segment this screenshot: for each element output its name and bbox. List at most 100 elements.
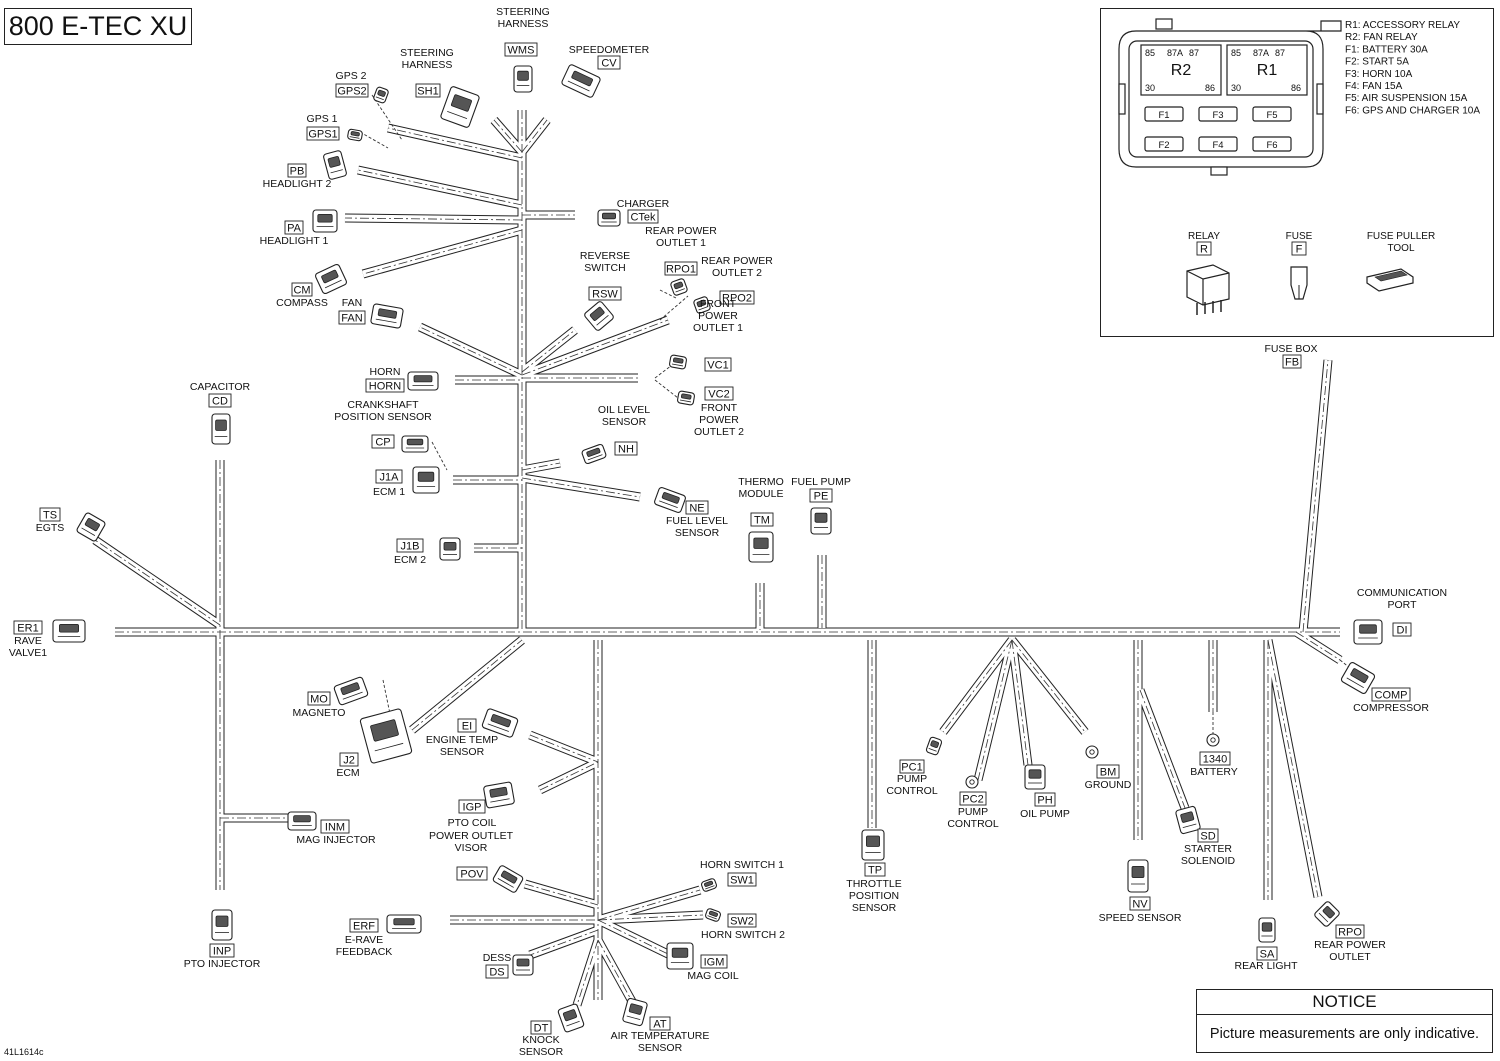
connector-rib — [490, 798, 510, 803]
fuse-slot-label: F5 — [1266, 110, 1277, 121]
connector-latch — [681, 393, 692, 400]
connector-name-line: VISOR — [455, 842, 488, 854]
connector-code-box — [208, 393, 232, 408]
connector-code: PB — [290, 166, 305, 178]
diagram-title: 800 E-TEC XU — [4, 8, 192, 45]
connector-code: RSW — [592, 289, 618, 301]
connector-latch — [586, 447, 601, 457]
connector-code: INP — [213, 946, 231, 958]
connector-dt-icon — [557, 1003, 585, 1033]
connector-code: PC2 — [962, 794, 983, 806]
connector-code: DT — [534, 1023, 549, 1035]
connector-mo-icon — [333, 676, 369, 706]
connector-rib — [707, 915, 717, 920]
harness-centerline-40 — [1011, 639, 1029, 766]
harness-centerline-31 — [597, 889, 701, 921]
connector-latch — [215, 419, 227, 431]
fuse-legend-line: F6: GPS AND CHARGER 10A — [1345, 105, 1480, 116]
connector-latch — [673, 281, 684, 290]
connector-code: VC2 — [708, 389, 729, 401]
connector-code: PE — [814, 491, 829, 503]
connector-rib — [705, 885, 715, 890]
connector-latch — [377, 89, 386, 97]
connector-name-line: FEEDBACK — [336, 946, 393, 958]
connector-name-line: OUTLET 1 — [693, 322, 743, 334]
connector-code: WMS — [508, 45, 535, 57]
fuse-slot-f5: F5 — [1252, 106, 1292, 122]
connector-name-line: HEADLIGHT 2 — [263, 178, 332, 190]
connector-latch — [930, 740, 940, 748]
connector-horn-icon — [407, 371, 439, 391]
connector-name-line: SENSOR — [638, 1042, 683, 1054]
connector-code: EI — [462, 721, 472, 733]
connector-gps1-icon — [347, 128, 363, 142]
harness-centerline-39 — [977, 639, 1013, 781]
connector-code-box — [1392, 622, 1412, 637]
connector-name-line: GPS 2 — [336, 70, 367, 82]
fuse-slot-box — [1252, 106, 1292, 122]
connector-latch — [377, 308, 398, 319]
connector-code: CM — [293, 285, 310, 297]
connector-latch — [1261, 922, 1273, 932]
part-name: RELAY — [1188, 231, 1220, 242]
relay-slot-box — [1140, 44, 1222, 96]
connector-name-line: SENSOR — [852, 902, 897, 914]
connector-name-line: CHARGER — [617, 198, 670, 210]
connector-code-box — [458, 799, 486, 814]
connector-latch — [589, 306, 605, 321]
relay-pin: 87 — [1189, 48, 1199, 58]
connector-code-box — [1197, 828, 1219, 843]
connector-fan-icon — [370, 303, 404, 329]
fuse-slot-label: F3 — [1212, 110, 1223, 121]
connector-name-line: GROUND — [1085, 779, 1132, 791]
connector-code-box — [1282, 354, 1302, 369]
connector-latch — [866, 835, 881, 847]
connector-rib — [375, 96, 384, 101]
connector-code-box — [627, 209, 659, 224]
connector-name-line: RAVE — [14, 635, 42, 647]
fuse-slot-label: F6 — [1266, 140, 1277, 151]
relay-pin: 87A — [1253, 48, 1269, 58]
connector-name-line: REAR POWER — [1314, 939, 1386, 951]
harness-centerline-25 — [411, 639, 523, 731]
connector-name-line: POWER — [699, 414, 739, 426]
fuse-legend-line: R2: FAN RELAY — [1345, 32, 1418, 43]
connector-cm-icon — [315, 263, 347, 295]
connector-name-line: GPS 1 — [307, 113, 338, 125]
connector-code-box — [899, 759, 925, 774]
relay-edges — [1186, 270, 1230, 305]
connector-code-box — [284, 220, 304, 235]
connector-code-box — [1256, 946, 1278, 961]
connector-pa-icon — [312, 209, 338, 233]
connector-pe-icon — [810, 507, 832, 535]
connector-name-line: FRONT — [700, 298, 737, 310]
fuse-box-side-tab-right — [1316, 83, 1324, 115]
connector-code-box — [685, 500, 709, 515]
connector-pc1-icon — [925, 736, 943, 756]
connector-code-box — [371, 434, 395, 449]
connector-latch — [215, 915, 229, 927]
relay-pin: 86 — [1205, 83, 1215, 93]
fuse-slot-box — [1144, 106, 1184, 122]
connector-code-box — [588, 286, 622, 301]
connectors — [52, 64, 1383, 1033]
connector-rib — [566, 1020, 580, 1027]
